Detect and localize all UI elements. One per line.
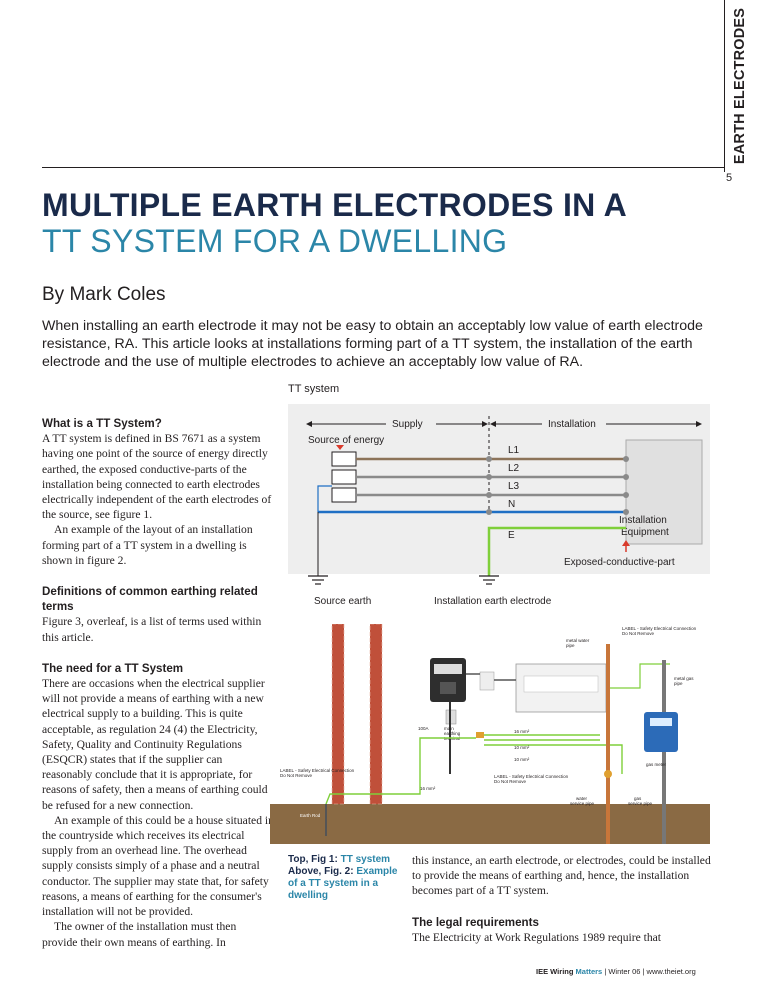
page-footer: IEE Wiring Matters | Winter 06 | www.the… bbox=[536, 967, 696, 976]
paragraph: Figure 3, overleaf, is a list of terms u… bbox=[42, 615, 262, 644]
installation-label: Installation bbox=[548, 419, 596, 430]
svg-text:10 mm²: 10 mm² bbox=[514, 745, 530, 750]
byline: By Mark Coles bbox=[42, 284, 166, 305]
paragraph: There are occasions when the electrical … bbox=[42, 677, 268, 812]
n-label: N bbox=[508, 499, 515, 510]
earth-conductor-10b bbox=[484, 744, 623, 774]
title-line-1: MULTIPLE EARTH ELECTRODES IN A bbox=[42, 187, 627, 223]
source-of-energy-label: Source of energy bbox=[308, 435, 384, 446]
caption-above: Above, Fig. 2: bbox=[288, 866, 354, 877]
figure-1-title: TT system bbox=[288, 383, 339, 395]
e-label: E bbox=[508, 530, 515, 541]
heading-need-for-tt: The need for a TT System bbox=[42, 661, 184, 675]
paragraph: The Electricity at Work Regulations 1989… bbox=[412, 930, 662, 944]
heading-legal-requirements: The legal requirements bbox=[412, 915, 539, 929]
svg-text:16 mm²: 16 mm² bbox=[420, 786, 436, 791]
exposed-conductive-part-label: Exposed-conductive-part bbox=[564, 557, 675, 568]
earth-rod-label: Earth Rod bbox=[300, 813, 321, 818]
header-rule bbox=[42, 167, 724, 168]
caption-top: Top, Fig 1: bbox=[288, 854, 338, 865]
paragraph: The owner of the installation must then … bbox=[42, 920, 237, 949]
svg-text:metal gas: metal gas bbox=[674, 676, 694, 681]
brick-wall-right bbox=[369, 624, 383, 805]
svg-text:Do Not Remove: Do Not Remove bbox=[494, 779, 527, 784]
installation-equipment-box bbox=[625, 439, 703, 545]
paragraph: this instance, an earth electrode, or el… bbox=[412, 854, 711, 898]
right-column: this instance, an earth electrode, or el… bbox=[412, 853, 712, 945]
heading-what-is-tt: What is a TT System? bbox=[42, 417, 162, 430]
svg-text:pipe: pipe bbox=[674, 681, 683, 686]
source-earth-label: Source earth bbox=[314, 596, 371, 607]
svg-text:gas meter: gas meter bbox=[646, 762, 667, 767]
svg-text:gas: gas bbox=[634, 796, 642, 801]
footer-brand-highlight: Matters bbox=[575, 967, 603, 976]
paragraph: A TT system is defined in BS 7671 as a s… bbox=[42, 432, 272, 522]
winding-2 bbox=[331, 469, 357, 485]
l3-label: L3 bbox=[508, 481, 520, 492]
caption-top-highlight: TT system bbox=[340, 854, 391, 865]
side-divider bbox=[724, 0, 725, 172]
intro-paragraph: When installing an earth electrode it ma… bbox=[42, 318, 703, 370]
svg-text:Do Not Remove: Do Not Remove bbox=[280, 773, 313, 778]
rating-label: 100A bbox=[418, 726, 429, 731]
earth-conductor-electrode bbox=[325, 737, 476, 805]
arrow-head bbox=[306, 421, 312, 427]
soil bbox=[270, 804, 710, 844]
paragraph: An example of the layout of an installat… bbox=[42, 523, 253, 567]
svg-text:LABEL - Safety Electrical Conn: LABEL - Safety Electrical Connection bbox=[280, 768, 355, 773]
svg-text:16 mm²: 16 mm² bbox=[514, 729, 530, 734]
svg-text:service pipe: service pipe bbox=[628, 801, 653, 806]
main-switch bbox=[479, 671, 495, 691]
left-column: What is a TT System? A TT system is defi… bbox=[42, 416, 274, 950]
installation-electrode-label: Installation earth electrode bbox=[434, 596, 552, 607]
article-title: MULTIPLE EARTH ELECTRODES IN A TT SYSTEM… bbox=[42, 187, 627, 259]
figure-caption: Top, Fig 1: TT system Above, Fig. 2: Exa… bbox=[288, 854, 400, 902]
caption-above-highlight: Example of a TT system in a dwelling bbox=[288, 866, 398, 901]
svg-text:water: water bbox=[576, 796, 588, 801]
main-earthing-terminal bbox=[476, 732, 484, 738]
svg-text:LABEL - Safety Electrical Conn: LABEL - Safety Electrical Connection bbox=[622, 626, 697, 631]
section-tab: EARTH ELECTRODES bbox=[732, 7, 748, 165]
equipment-label-1: Installation bbox=[619, 515, 667, 526]
conductor-e bbox=[487, 526, 626, 576]
supply-label: Supply bbox=[392, 419, 423, 430]
water-stopcock bbox=[604, 770, 612, 778]
paragraph: An example of this could be a house situ… bbox=[42, 813, 274, 919]
svg-text:Do Not Remove: Do Not Remove bbox=[622, 631, 655, 636]
svg-text:metal water: metal water bbox=[566, 638, 590, 643]
figure-2-dwelling-illustration: Earth Rod 100A main earthing terminal 16… bbox=[270, 624, 710, 844]
equipment-label-2: Equipment bbox=[621, 527, 669, 538]
svg-text:pipe: pipe bbox=[566, 643, 575, 648]
title-line-2: TT SYSTEM FOR A DWELLING bbox=[42, 223, 508, 259]
svg-text:earthing: earthing bbox=[444, 731, 461, 736]
exposed-part-arrow bbox=[622, 540, 630, 546]
winding-1 bbox=[331, 451, 357, 467]
svg-text:main: main bbox=[444, 726, 454, 731]
footer-details: | Winter 06 | www.theiet.org bbox=[604, 967, 696, 976]
svg-text:service pipe: service pipe bbox=[570, 801, 595, 806]
figure-1-tt-system-diagram: TT system Supply Installation Source of … bbox=[288, 383, 710, 607]
svg-text:10 mm²: 10 mm² bbox=[514, 757, 530, 762]
brick-wall-left bbox=[331, 624, 345, 805]
source-arrow bbox=[336, 445, 344, 450]
svg-text:LABEL - Safety Electrical Conn: LABEL - Safety Electrical Connection bbox=[494, 774, 569, 779]
l1-label: L1 bbox=[508, 445, 520, 456]
heading-definitions: Definitions of common earthing related t… bbox=[42, 585, 258, 614]
winding-3 bbox=[331, 487, 357, 503]
page-number: 5 bbox=[726, 172, 733, 184]
footer-brand: IEE Wiring bbox=[536, 967, 574, 976]
l2-label: L2 bbox=[508, 463, 520, 474]
